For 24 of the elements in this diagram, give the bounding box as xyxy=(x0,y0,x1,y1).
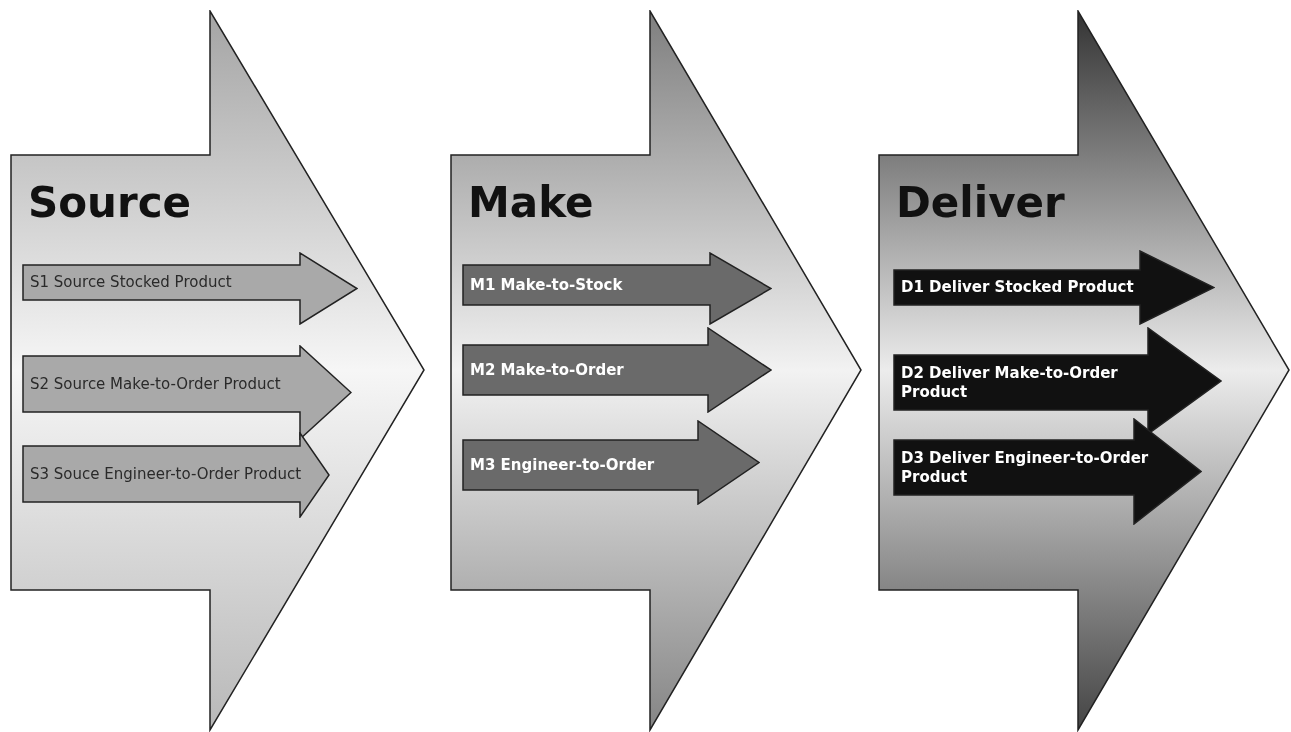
stage-title: Source xyxy=(28,178,192,227)
process-step-shape xyxy=(893,418,1202,525)
step-label: D2 Deliver Make-to-Order Product xyxy=(901,362,1119,403)
process-step-shape xyxy=(22,252,358,325)
step-label: D3 Deliver Engineer-to-Order Product xyxy=(901,447,1150,488)
step-label: S2 Source Make-to-Order Product xyxy=(30,373,282,395)
stage-arrow xyxy=(10,10,426,732)
stage-title: Deliver xyxy=(896,178,1065,227)
process-step-shape xyxy=(22,432,330,518)
stage-arrow xyxy=(878,10,1291,732)
stage-title: Make xyxy=(468,178,594,227)
process-step-shape xyxy=(462,252,772,325)
process-step-shape xyxy=(462,420,760,505)
step-label: D1 Deliver Stocked Product xyxy=(901,277,1135,298)
process-step-shape xyxy=(22,345,352,440)
step-label: M3 Engineer-to-Order xyxy=(470,454,656,476)
step-label: S3 Souce Engineer-to-Order Product xyxy=(30,463,303,485)
step-label: S1 Source Stocked Product xyxy=(30,272,233,293)
process-step-shape xyxy=(893,250,1215,325)
process-step-shape xyxy=(462,327,772,413)
process-step-shape xyxy=(893,327,1222,435)
step-label: M2 Make-to-Order xyxy=(470,359,625,381)
step-label: M1 Make-to-Stock xyxy=(470,274,624,296)
stage-arrow xyxy=(450,10,863,732)
